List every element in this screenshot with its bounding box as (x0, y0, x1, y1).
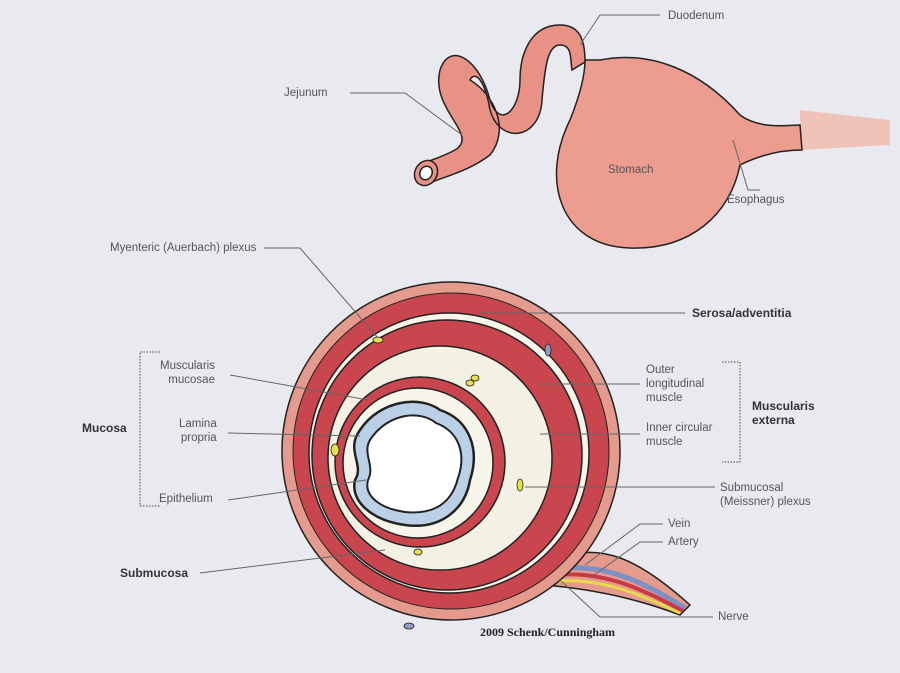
label-myenteric-plexus: Myenteric (Auerbach) plexus (110, 242, 257, 254)
label-esophagus: Esophagus (727, 194, 785, 206)
label-lamina-propria: Lamina propria (179, 418, 217, 444)
label-nerve: Nerve (718, 611, 749, 623)
label-duodenum: Duodenum (668, 10, 725, 22)
label-epithelium: Epithelium (159, 493, 213, 505)
label-muscularis-mucosae: Muscularis mucosae (160, 360, 215, 386)
leader-lines (139, 14, 760, 618)
label-vein: Vein (668, 518, 691, 530)
label-artery: Artery (668, 536, 699, 548)
intestine-cross-section (281, 281, 621, 630)
label-inner-circular-muscle: Inner circular muscle (646, 422, 713, 448)
stomach-illustration (413, 24, 890, 249)
label-mucosa: Mucosa (82, 421, 127, 435)
label-submucosa: Submucosa (120, 566, 189, 580)
label-serosa: Serosa/adventitia (692, 306, 792, 320)
label-submucosal-plexus: Submucosal (Meissner) plexus (720, 482, 811, 508)
label-muscularis-externa: Muscularis externa (752, 399, 815, 427)
illustration-credit: 2009 Schenk/Cunningham (480, 625, 616, 639)
label-jejunum: Jejunum (284, 87, 328, 99)
label-stomach: Stomach (608, 164, 654, 176)
label-outer-longitudinal-muscle: Outer longitudinal muscle (646, 364, 705, 404)
